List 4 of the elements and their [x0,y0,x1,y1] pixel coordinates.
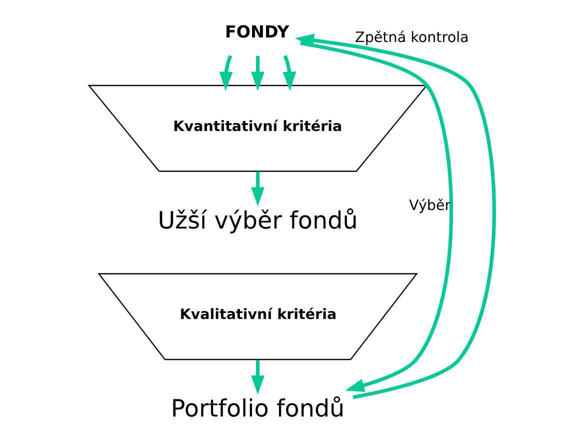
node-text: Užší výběr fondů [157,206,358,234]
node-text: FONDY [224,22,289,42]
edge-label: Zpětná kontrola [354,30,468,46]
node-text: Portfolio fondů [170,394,344,423]
